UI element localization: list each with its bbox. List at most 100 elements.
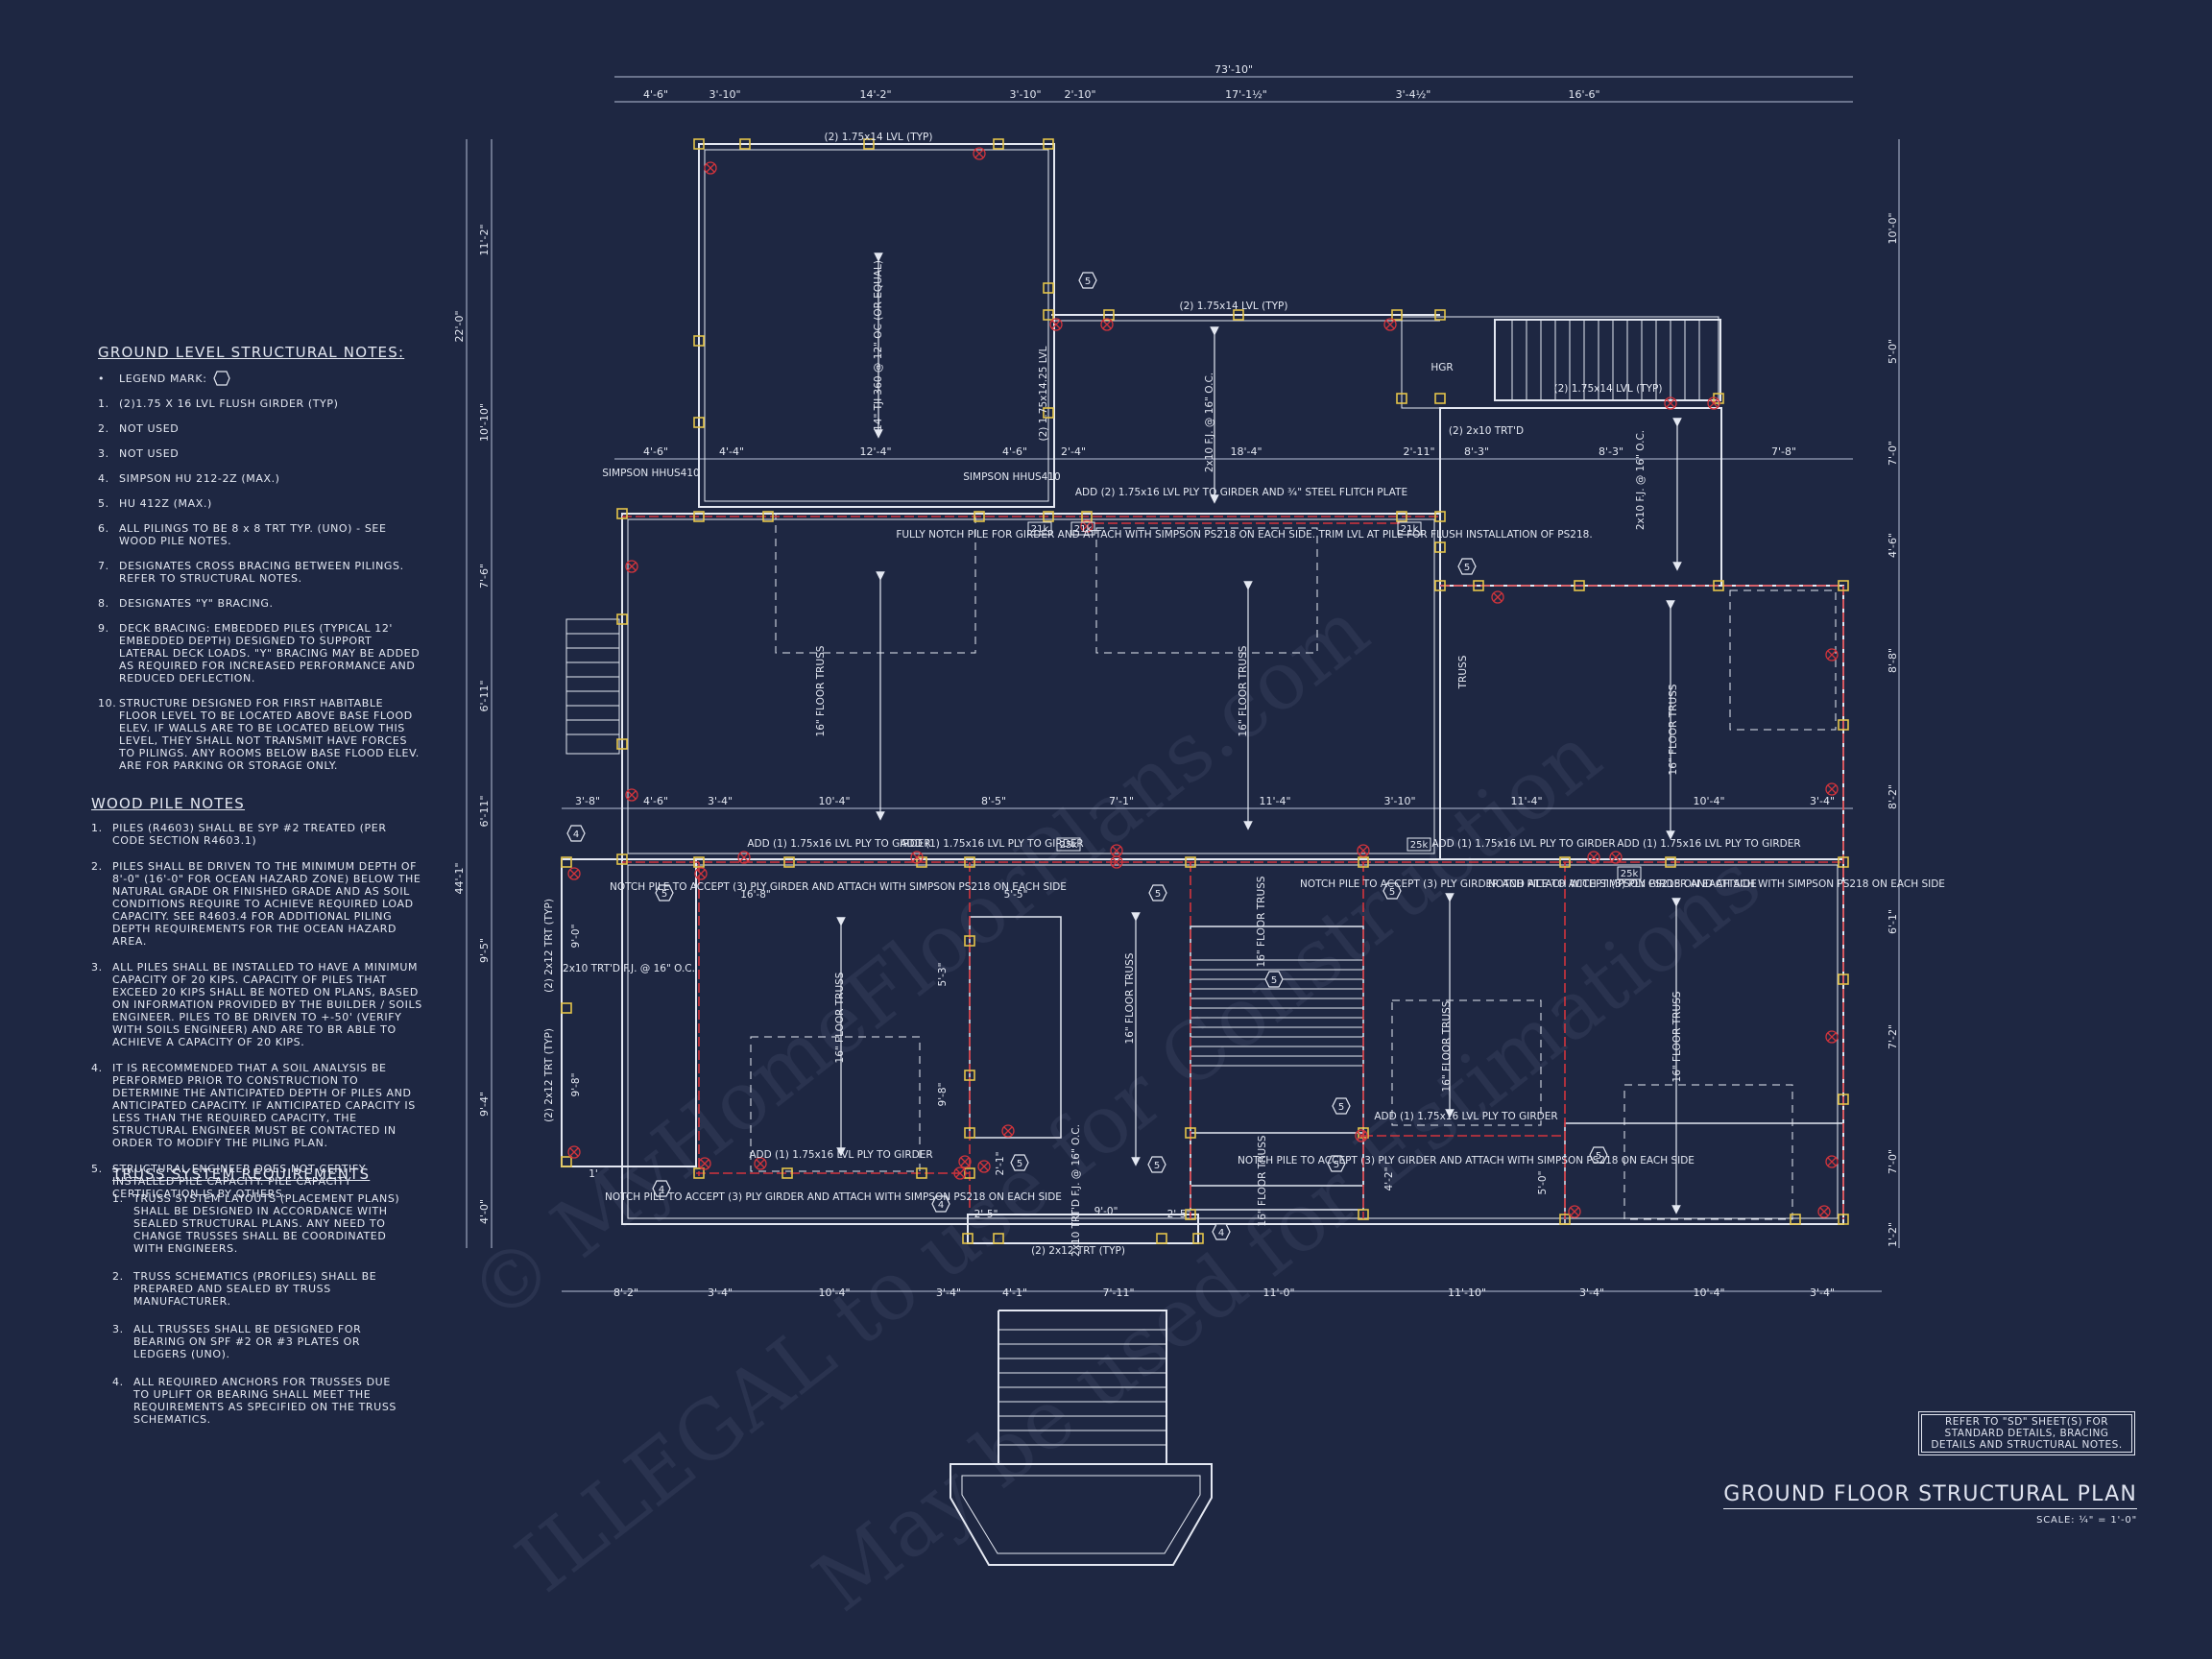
bracing-mark xyxy=(1587,851,1600,864)
dim-top: 2'-10" xyxy=(1064,88,1095,101)
note-number: 5. xyxy=(91,1163,103,1175)
simpson-a-label: SIMPSON HHUS410 xyxy=(602,468,699,479)
dim-left: 6'-11" xyxy=(478,680,491,711)
note-text: ALL TRUSSES SHALL BE DESIGNED FOR BEARIN… xyxy=(133,1323,362,1360)
note-number: 4. xyxy=(98,472,109,485)
ground-notes-list: 1.(2)1.75 X 16 LVL FLUSH GIRDER (TYP)2.N… xyxy=(98,397,424,772)
dim-left: 9'-5" xyxy=(478,938,491,963)
dim-annot: 9'-8" xyxy=(570,1073,582,1097)
wood-pile-notes-list: 1.PILES (R4603) SHALL BE SYP #2 TREATED … xyxy=(91,822,422,1200)
load-tag: 25k xyxy=(1410,840,1429,851)
dim-bottom: 7'-11" xyxy=(1102,1286,1134,1299)
note-number: 4. xyxy=(112,1376,124,1388)
pile-marker xyxy=(693,1167,705,1179)
callout-hexagon xyxy=(652,1180,671,1197)
dim-top2: 4'-6" xyxy=(1002,445,1027,458)
pile-marker xyxy=(1434,393,1446,404)
callout-number: 5 xyxy=(1596,1151,1601,1162)
bracing-mark xyxy=(1355,1129,1368,1142)
trtd-bottom-label: 2x10 TRT'D F.J. @ 16" O.C. xyxy=(1070,1124,1082,1257)
bracing-mark xyxy=(1001,1124,1015,1138)
dim-annot: 5'-5" xyxy=(1004,889,1028,901)
pile-marker xyxy=(561,1002,572,1014)
bracing-mark xyxy=(958,1155,972,1168)
hexagon-icon xyxy=(212,371,230,386)
note-item: 1.TRUSS SYSTEM LAYOUTS (PLACEMENT PLANS)… xyxy=(112,1192,400,1255)
pile-marker xyxy=(616,613,628,625)
pile-marker xyxy=(1156,1233,1167,1244)
trt-left-a-label: (2) 2x12 TRT (TYP) xyxy=(543,899,555,993)
note-text: NOT USED xyxy=(119,447,180,460)
dim-left: 6'-11" xyxy=(478,795,491,827)
callout-number: 5 xyxy=(661,889,667,900)
bracing-mark xyxy=(1707,397,1720,410)
callout-number: 5 xyxy=(1085,276,1091,287)
note-item: 6.ALL PILINGS TO BE 8 x 8 TRT TYP. (UNO)… xyxy=(98,522,424,547)
pile-marker xyxy=(693,417,705,428)
pile-marker xyxy=(1358,856,1369,868)
pile-marker xyxy=(1838,856,1849,868)
dim-right: 7'-2" xyxy=(1887,1024,1899,1049)
note-text: PILES (R4603) SHALL BE SYP #2 TREATED (P… xyxy=(112,822,387,847)
note-item: 3. ALL TRUSSES SHALL BE DESIGNED FOR BEAR… xyxy=(112,1323,400,1360)
bracing-mark xyxy=(1664,397,1677,410)
note-number: 3. xyxy=(112,1323,124,1335)
note-text: SIMPSON HU 212-2Z (MAX.) xyxy=(119,472,280,485)
floor-truss-label: 16" FLOOR TRUSS xyxy=(1238,645,1249,736)
dim-mid: 10'-4" xyxy=(1693,795,1724,807)
pile-marker xyxy=(1233,309,1244,321)
note-text: TRUSS SYSTEM LAYOUTS (PLACEMENT PLANS) S… xyxy=(133,1192,400,1255)
dim-top2: 4'-4" xyxy=(719,445,744,458)
bracing-mark xyxy=(625,560,638,573)
note-item: 9.DECK BRACING: EMBEDDED PILES (TYPICAL … xyxy=(98,622,424,685)
bracing-mark xyxy=(1568,1205,1581,1218)
bracing-mark xyxy=(1817,1205,1831,1218)
pile-marker xyxy=(916,856,927,868)
pile-marker xyxy=(1192,1233,1204,1244)
pile-marker xyxy=(616,738,628,750)
dim-top: 16'-6" xyxy=(1568,88,1599,101)
floor-truss-label: 16" FLOOR TRUSS xyxy=(834,972,846,1063)
note-number: 8. xyxy=(98,597,109,610)
trt-left-b-label: (2) 2x12 TRT (TYP) xyxy=(543,1028,555,1122)
callout-hexagon xyxy=(566,825,586,842)
pile-marker xyxy=(693,138,705,150)
pile-marker xyxy=(1838,580,1849,591)
pile-marker xyxy=(739,138,751,150)
floor-truss-label: 16" FLOOR TRUSS xyxy=(1124,952,1136,1044)
pile-marker xyxy=(974,511,985,522)
dim-annot: 16'-8" xyxy=(740,889,771,901)
load-tag: 21k xyxy=(1074,524,1093,535)
bracing-mark xyxy=(704,161,717,175)
pile-marker xyxy=(1473,580,1484,591)
bracing-mark xyxy=(1609,851,1623,864)
note-item: 5.STRUCTURAL ENGINEER DOES NOT CERTIFY I… xyxy=(91,1163,422,1200)
pile-markers xyxy=(561,138,1849,1244)
lvl-label-mid: (2) 1.75x14 LVL (TYP) xyxy=(1180,301,1288,312)
bracing-mark xyxy=(1383,318,1397,331)
pile-marker xyxy=(1043,309,1054,321)
pile-marker xyxy=(993,1233,1004,1244)
dim-right: 10'-0" xyxy=(1887,212,1899,244)
bracing-mark xyxy=(1825,1030,1839,1044)
note-item: 8.DESIGNATES "Y" BRACING. xyxy=(98,597,424,610)
truss-notes: TRUSS SYSTEM REQUIREMENTS 1.TRUSS SYSTEM… xyxy=(112,1166,400,1441)
bracing-mark xyxy=(625,788,638,802)
dim-annot: 5'-0" xyxy=(1537,1171,1549,1195)
callout-number: 4 xyxy=(573,830,579,840)
load-tag: 21k xyxy=(1401,524,1419,535)
dim-left-upper: 22'-0" xyxy=(453,310,466,342)
pile-marker xyxy=(1838,974,1849,985)
notch-pile-label: NOTCH PILE TO ACCEPT (3) PLY GIRDER AND … xyxy=(610,881,1067,893)
callout-hexagon xyxy=(1147,1156,1166,1173)
pile-marker xyxy=(1043,407,1054,419)
dim-right: 8'-2" xyxy=(1887,784,1899,809)
bracing-mark xyxy=(754,1157,767,1170)
floor-truss-label: 16" FLOOR TRUSS xyxy=(815,645,827,736)
bracing-mark xyxy=(1825,1155,1839,1168)
note-item: 3.NOT USED xyxy=(98,447,424,460)
dim-top: 17'-1½" xyxy=(1225,88,1267,101)
pile-marker xyxy=(1559,856,1571,868)
dim-mid: 4'-6" xyxy=(643,795,668,807)
